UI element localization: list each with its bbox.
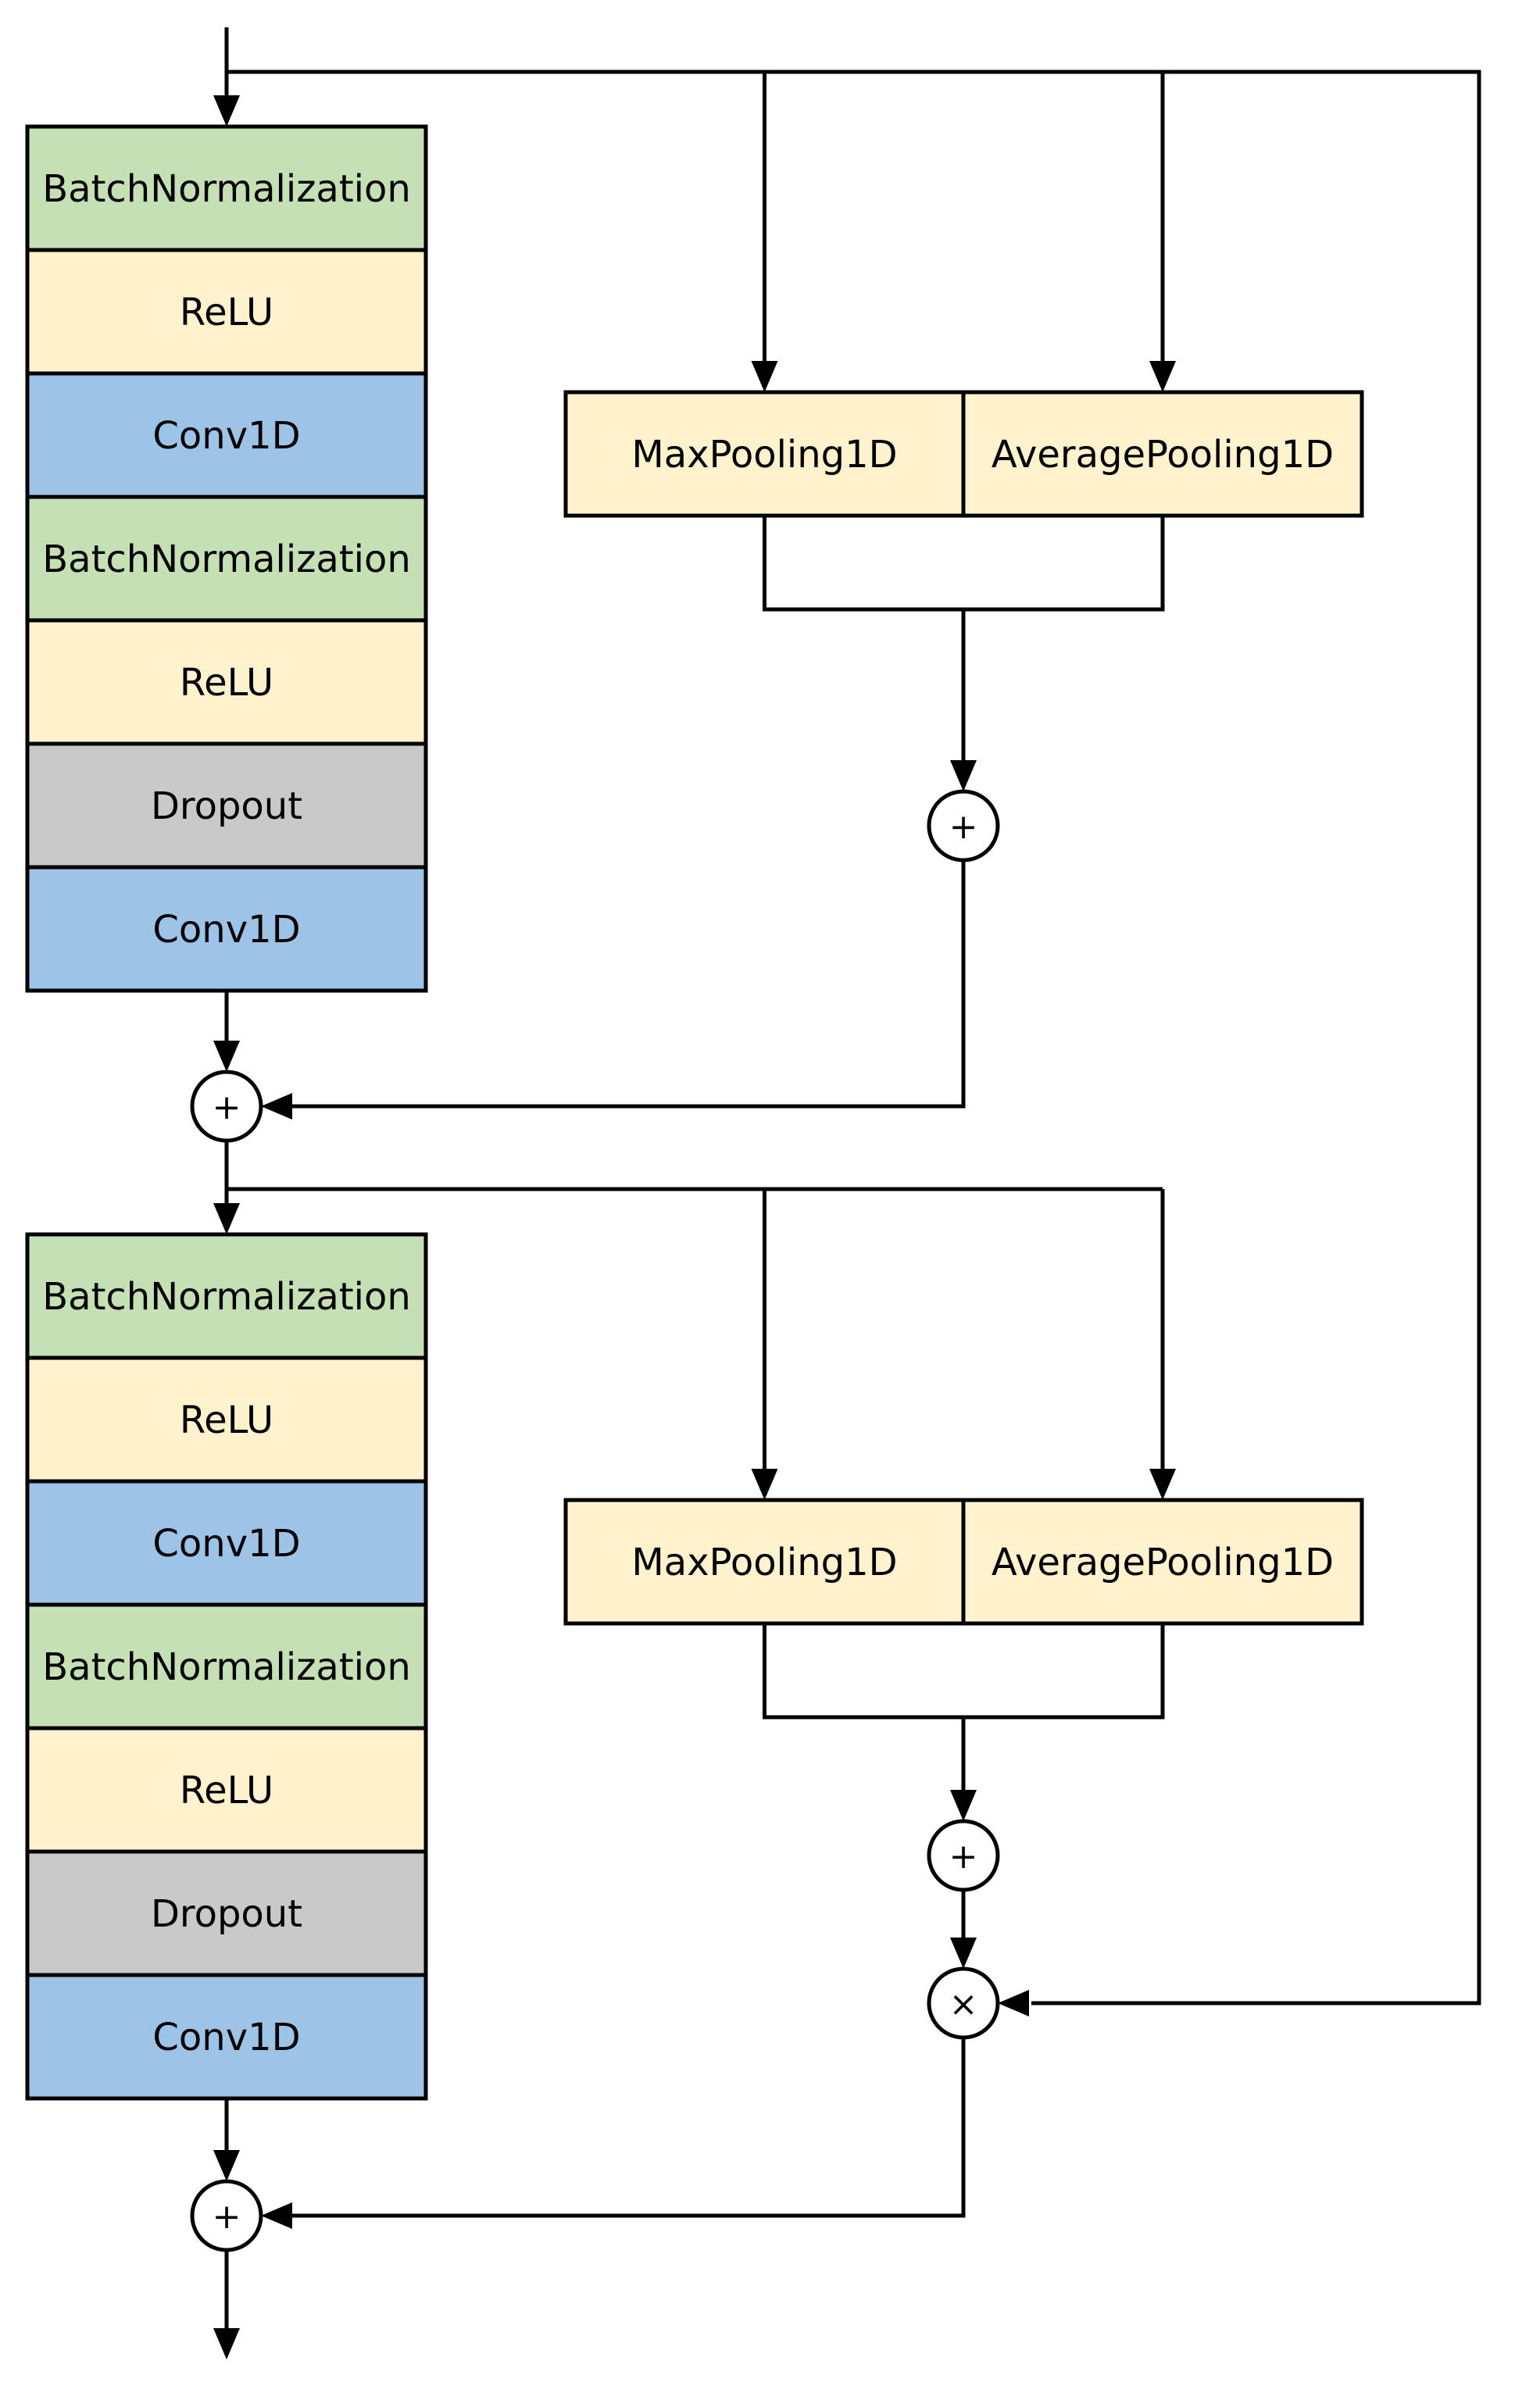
block2-multiply-circle [927, 1966, 1000, 2040]
block1-pool-sum-circle [927, 789, 1000, 863]
block2-layer-2-relu-label: ReLU [180, 1398, 273, 1442]
block1-layer-5-relu-box [25, 618, 428, 746]
diagram-nodes: BatchNormalizationReLUConv1DBatchNormali… [25, 95, 1364, 2359]
block2-pool-sum-circle [927, 1819, 1000, 1892]
block1-layer-7-conv-box [25, 865, 428, 993]
block2-averagepooling-box [961, 1498, 1364, 1626]
block2-layer-6-dropout-box [25, 1849, 428, 1977]
block2-multiply: × [927, 1966, 1000, 2040]
block2-layer-3-conv: Conv1D [25, 1479, 428, 1607]
block1-layer-3-conv-label: Conv1D [152, 414, 300, 458]
block2-to-avgpool-head [1149, 1469, 1176, 1500]
block1-pool-sum: + [927, 789, 1000, 863]
block1-layer-5-relu-label: ReLU [180, 661, 273, 705]
block2-layer-5-relu: ReLU [25, 1726, 428, 1854]
block2-stack-to-merge-head [213, 2150, 240, 2181]
block1-to-block2-arrow-head [213, 1203, 240, 1234]
block2-layer-3-conv-label: Conv1D [152, 1522, 300, 1566]
input-arrow-head [213, 95, 240, 127]
block1-layer-2-relu: ReLU [25, 248, 428, 376]
block2-layer-4-batchnorm-label: BatchNormalization [42, 1645, 411, 1689]
block1-maxpooling: MaxPooling1D [563, 390, 966, 518]
block1-layer-6-dropout-label: Dropout [151, 784, 302, 828]
block1-layer-6-dropout: Dropout [25, 741, 428, 870]
block2-pool-bracket [763, 1623, 1165, 1720]
block1-averagepooling-label: AveragePooling1D [992, 433, 1334, 477]
block1-to-avgpool-head [1149, 361, 1176, 392]
block2-pool-sum-symbol: + [949, 1837, 978, 1877]
block1-stack-to-merge-head [213, 1041, 240, 1072]
long-skip-line [227, 70, 1481, 2005]
block2-layer-6-dropout-label: Dropout [151, 1892, 302, 1936]
block2-maxpooling-box [563, 1498, 966, 1626]
block1-layer-3-conv: Conv1D [25, 371, 428, 499]
block1-layer-2-relu-box [25, 248, 428, 376]
block1-layer-1-batchnorm: BatchNormalization [25, 124, 428, 252]
block1-pool-sum-symbol: + [949, 807, 978, 847]
block2-layer-4-batchnorm-box [25, 1602, 428, 1730]
block2-layer-5-relu-label: ReLU [180, 1769, 273, 1813]
block1-to-pool-sum-head [950, 760, 977, 791]
block1-layer-1-batchnorm-label: BatchNormalization [42, 167, 411, 211]
block1-layer-4-batchnorm: BatchNormalization [25, 495, 428, 623]
block2-multiply-to-merge-line [289, 2038, 966, 2218]
block1-merge: + [190, 1070, 263, 1143]
block2-layer-6-dropout: Dropout [25, 1849, 428, 1977]
block2-layer-7-conv: Conv1D [25, 1973, 428, 2101]
block2-merge-symbol: + [213, 2197, 241, 2237]
block1-pool-to-merge-head [261, 1093, 292, 1120]
block1-merge-circle [190, 1070, 263, 1143]
block2-multiply-symbol: × [949, 1984, 978, 2024]
block2-sum-to-multiply-head [950, 1938, 977, 1969]
block1-merge-symbol: + [213, 1088, 241, 1127]
block1-averagepooling-box [961, 390, 1364, 518]
block1-layer-4-batchnorm-box [25, 495, 428, 623]
block1-maxpooling-label: MaxPooling1D [631, 433, 897, 477]
block2-multiply-to-merge-head [261, 2202, 292, 2229]
block2-maxpooling-label: MaxPooling1D [631, 1541, 897, 1584]
block2-layer-2-relu: ReLU [25, 1355, 428, 1484]
block1-layer-7-conv-label: Conv1D [152, 908, 300, 952]
block1-to-maxpool-head [751, 361, 778, 392]
block2-to-maxpool-head [751, 1469, 778, 1500]
block1-layer-1-batchnorm-box [25, 124, 428, 252]
block1-pool-bracket [763, 516, 1165, 612]
output-arrow-head [213, 2328, 240, 2359]
block1-layer-7-conv: Conv1D [25, 865, 428, 993]
block1-layer-2-relu-label: ReLU [180, 291, 273, 334]
block1-pool-to-merge-line [289, 860, 966, 1109]
block2-layer-3-conv-box [25, 1479, 428, 1607]
block2-layer-7-conv-label: Conv1D [152, 2016, 300, 2059]
block2-to-pool-sum-head [950, 1790, 977, 1821]
block2-pool-sum: + [927, 1819, 1000, 1892]
block1-maxpooling-box [563, 390, 966, 518]
block2-layer-4-batchnorm: BatchNormalization [25, 1602, 428, 1730]
block2-averagepooling-label: AveragePooling1D [992, 1541, 1334, 1584]
block2-maxpooling: MaxPooling1D [563, 1498, 966, 1626]
block1-layer-5-relu: ReLU [25, 618, 428, 746]
connection-lines [224, 27, 1481, 2331]
block2-merge: + [190, 2179, 263, 2252]
block2-merge-circle [190, 2179, 263, 2252]
block1-layer-4-batchnorm-label: BatchNormalization [42, 538, 411, 581]
block2-layer-1-batchnorm-label: BatchNormalization [42, 1275, 411, 1319]
block2-layer-2-relu-box [25, 1355, 428, 1484]
block2-layer-7-conv-box [25, 1973, 428, 2101]
block2-layer-1-batchnorm: BatchNormalization [25, 1232, 428, 1360]
long-skip-arrow-head [998, 1990, 1029, 2016]
block1-layer-6-dropout-box [25, 741, 428, 870]
block1-averagepooling: AveragePooling1D [961, 390, 1364, 518]
block2-averagepooling: AveragePooling1D [961, 1498, 1364, 1626]
